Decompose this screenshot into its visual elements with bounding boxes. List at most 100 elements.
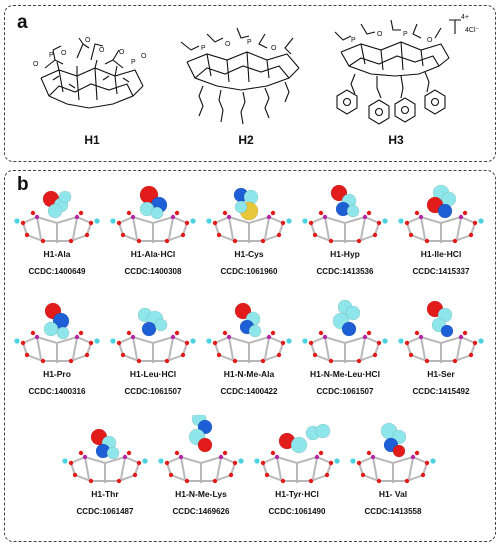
host-atom <box>472 220 478 226</box>
complex-name-label: H1-Ser <box>427 369 455 379</box>
host-atom <box>314 454 320 460</box>
host-atom <box>276 232 282 238</box>
host-atom <box>408 352 414 358</box>
host-atom <box>334 458 340 464</box>
ccdc-number-label: CCDC:1400308 <box>124 267 182 276</box>
host-atom <box>414 450 420 456</box>
guest-atom <box>315 423 331 439</box>
host-atom <box>68 460 74 466</box>
host-frame <box>214 215 284 243</box>
svg-text:O: O <box>377 31 383 38</box>
ccdc-number-label: CCDC:1061960 <box>220 267 278 276</box>
host-atom <box>468 232 474 238</box>
host-atom <box>308 478 314 484</box>
panel-a: a O P O O P O O O H1 P <box>4 5 496 162</box>
panel-a-letter: a <box>17 12 28 33</box>
complex-name-label: H1-Ile·HCl <box>420 249 462 259</box>
host-atom <box>318 210 324 216</box>
ccdc-number-label: CCDC:1061507 <box>316 387 374 396</box>
ccdc-number-label: CCDC:1469626 <box>172 507 230 516</box>
crystal-structure-image <box>302 299 388 364</box>
ccdc-number-label: CCDC:1400316 <box>28 387 86 396</box>
guest-atom <box>154 318 168 332</box>
host-atom <box>328 238 334 244</box>
host-frame <box>262 455 332 483</box>
host-atom <box>78 450 84 456</box>
host-atom <box>382 218 388 224</box>
ccdc-number-label: CCDC:1061487 <box>76 507 134 516</box>
host-atom <box>376 220 382 226</box>
host-atom <box>120 352 126 358</box>
guest-atom <box>234 302 252 320</box>
host-atom <box>318 450 324 456</box>
host-atom <box>366 330 372 336</box>
svg-text:O: O <box>225 41 231 48</box>
host-atom <box>24 232 30 238</box>
svg-text:O: O <box>271 45 277 52</box>
host-atom <box>264 472 270 478</box>
host-frame <box>22 215 92 243</box>
svg-text:O: O <box>427 37 433 44</box>
host-atom <box>430 458 436 464</box>
crystal-structure-image <box>398 184 484 244</box>
guest-atom <box>47 203 63 219</box>
host-atom <box>180 232 186 238</box>
host-atom <box>468 352 474 358</box>
host-atom <box>260 460 266 466</box>
host-atom <box>260 238 266 244</box>
host-atom <box>280 340 286 346</box>
host-atom <box>222 450 228 456</box>
host-frame <box>406 335 476 363</box>
host-frame <box>310 335 380 363</box>
host-atom <box>270 330 276 336</box>
panel-b-letter: b <box>17 174 29 195</box>
host-atom <box>398 218 404 224</box>
host-atom <box>254 458 260 464</box>
host-atom <box>462 330 468 336</box>
host-atom <box>136 238 142 244</box>
host-atom <box>174 210 180 216</box>
host-atom <box>212 340 218 346</box>
host-atom <box>190 338 196 344</box>
crystal-structure-image <box>206 302 292 364</box>
host-atom <box>382 338 388 344</box>
host-atom <box>302 338 308 344</box>
host-atom <box>20 220 26 226</box>
host-frame <box>406 215 476 243</box>
complex-name-label: H1-Hyp <box>330 249 360 259</box>
crystal-structure-image <box>158 415 244 484</box>
host-atom <box>356 358 362 364</box>
host-atom <box>88 478 94 484</box>
host-atom <box>110 218 116 224</box>
host-atom <box>404 220 410 226</box>
host-atom <box>68 358 74 364</box>
host-atom <box>312 352 318 358</box>
host-frame <box>118 335 188 363</box>
host-atom <box>122 454 128 460</box>
complex-name-label: H1-Pro <box>43 369 71 379</box>
host-atom <box>164 238 170 244</box>
host-atom <box>78 330 84 336</box>
host-atom <box>302 218 308 224</box>
host-atom <box>308 220 314 226</box>
host-frame <box>358 455 428 483</box>
host-atom <box>84 352 90 358</box>
guest-atom <box>43 321 59 337</box>
host-atom <box>110 338 116 344</box>
host-atom <box>120 232 126 238</box>
host-atom <box>116 340 122 346</box>
host-atom <box>312 232 318 238</box>
host-atom <box>328 460 334 466</box>
svg-text:O: O <box>33 61 39 68</box>
host-atom <box>404 340 410 346</box>
host-frame <box>166 455 236 483</box>
host-atom <box>362 334 368 340</box>
host-atom <box>126 330 132 336</box>
svg-text:P: P <box>351 37 356 44</box>
